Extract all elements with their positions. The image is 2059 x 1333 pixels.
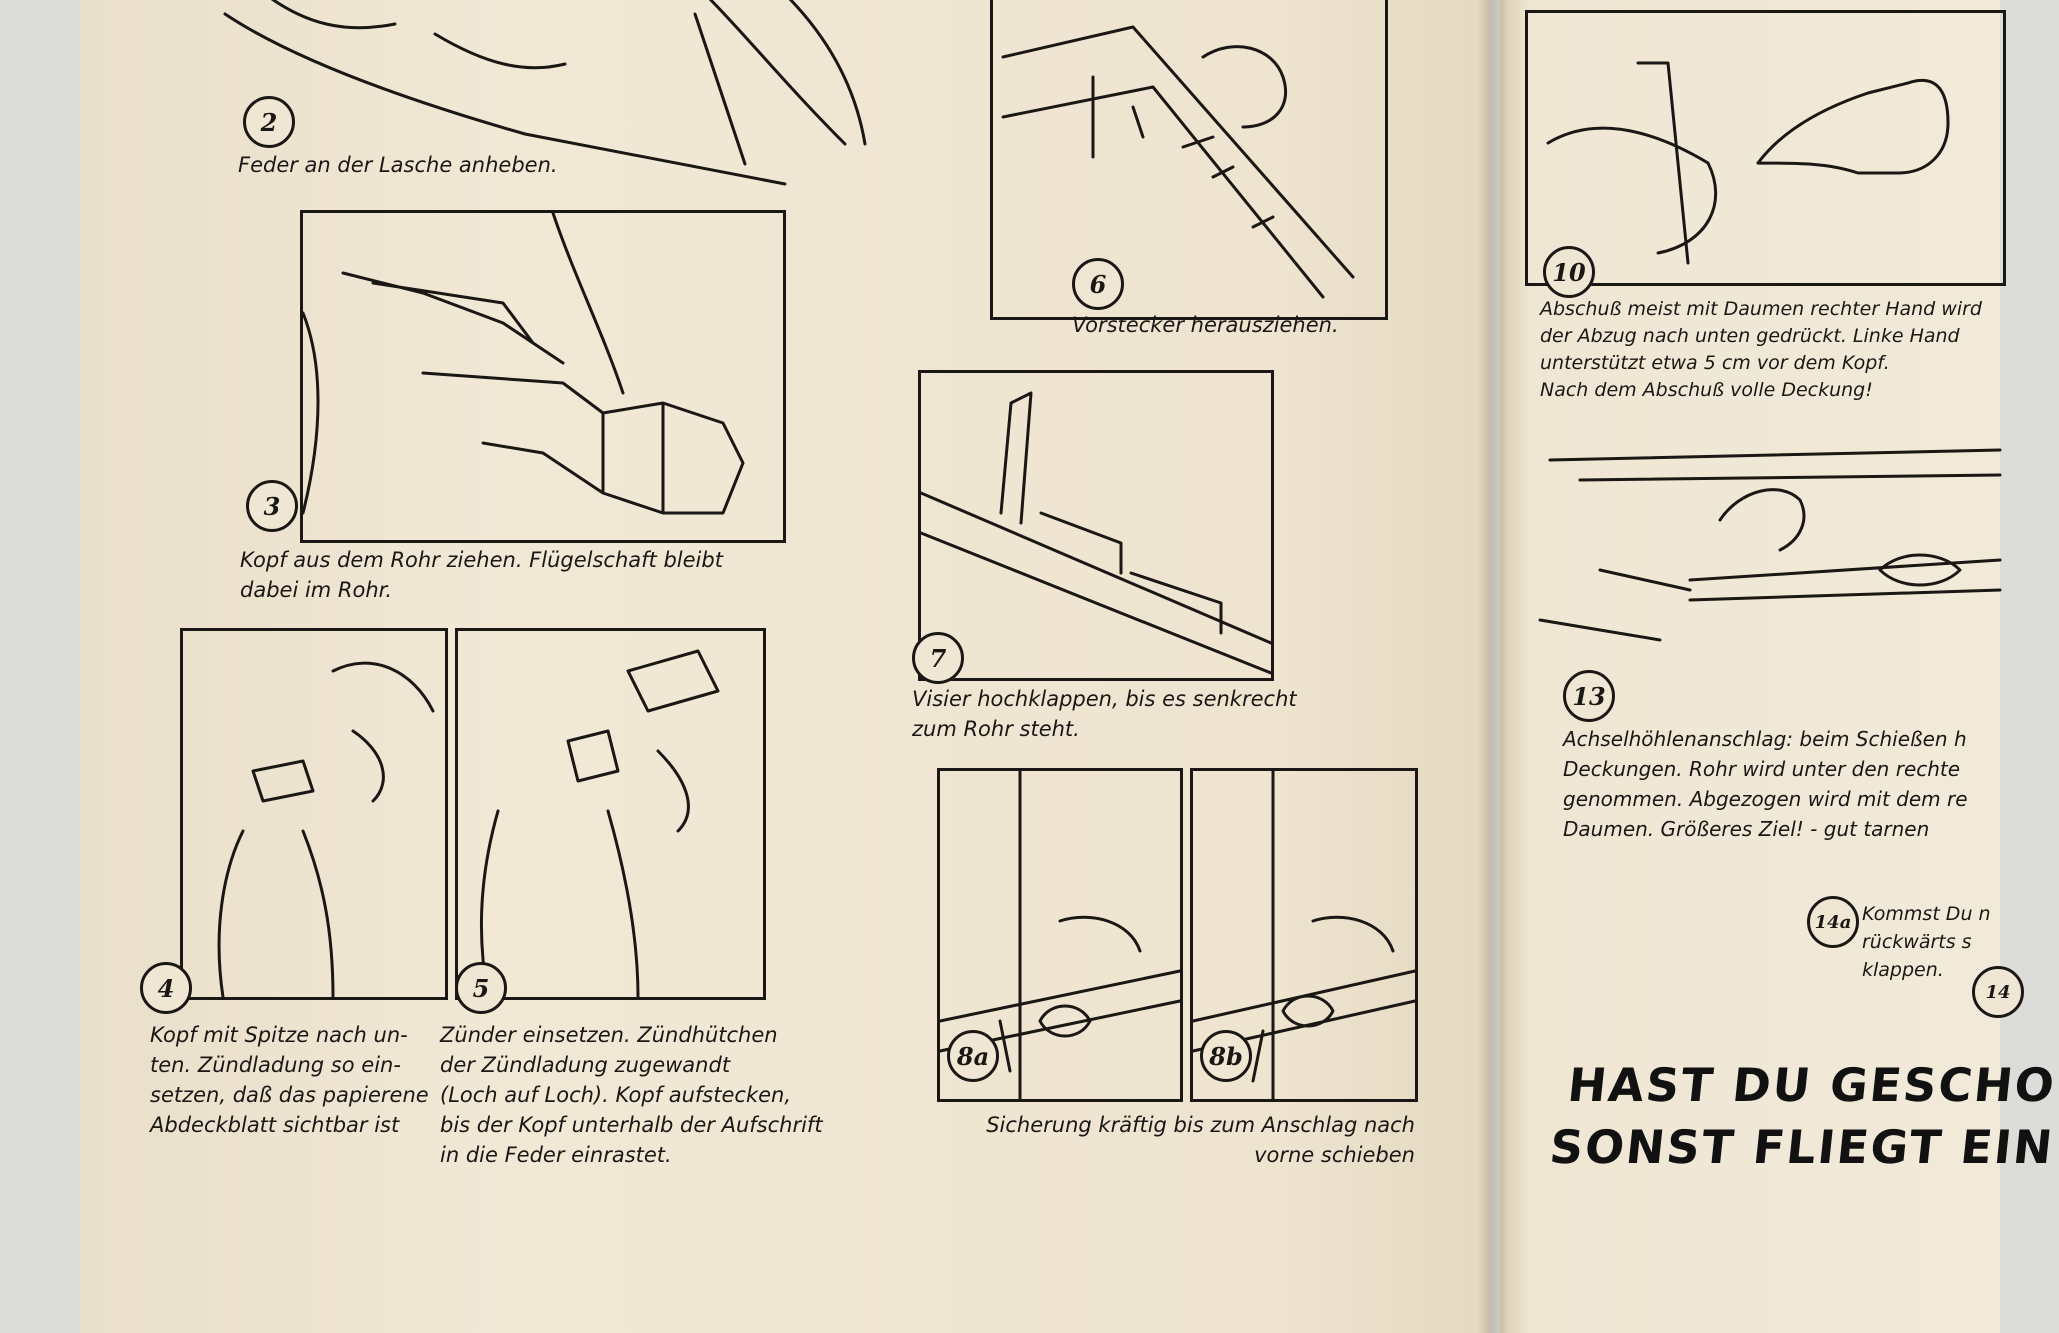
- panel-8a-number: 8a: [947, 1030, 999, 1082]
- panel-3-caption: Kopf aus dem Rohr ziehen. Flügelschaft b…: [240, 548, 723, 602]
- achselhoehlenanschlag-drawing: [1538, 448, 2002, 642]
- panel-6-caption: Vorstecker herausziehen.: [1072, 313, 1339, 337]
- panel-14a-caption: Kommst Du n rückwärts s klappen.: [1862, 903, 1991, 981]
- vorstecker-drawing: [1001, 25, 1355, 299]
- panel-14b-number: 14: [1972, 966, 2024, 1018]
- panel-5-illustration: [455, 628, 766, 1000]
- panel-4-illustration: [180, 628, 448, 1000]
- panel-3-number: 3: [246, 480, 298, 532]
- panel-14a-number: 14a: [1807, 896, 1859, 948]
- panel-10-number: 10: [1543, 246, 1595, 298]
- panel-5-caption: Zünder einsetzen. Zündhütchen der Zündla…: [440, 1023, 823, 1167]
- panel-6-illustration: [990, 0, 1388, 320]
- abschuss-drawing: [1546, 61, 1950, 265]
- panel-8b-illustration: [1190, 768, 1418, 1102]
- panel-13-illustration: [1538, 440, 2002, 680]
- panel-3-illustration: [300, 210, 786, 543]
- sicherung-8a-drawing: [938, 769, 1182, 1101]
- panel-7-illustration: [918, 370, 1274, 681]
- panel-2-illustration: [223, 0, 875, 199]
- right-page: [1500, 0, 2000, 1333]
- panel-10-illustration: [1525, 10, 2006, 286]
- panel-4-caption: Kopf mit Spitze nach un- ten. Zündladung…: [150, 1023, 429, 1137]
- panel-10-caption: Abschuß meist mit Daumen rechter Hand wi…: [1540, 298, 1982, 401]
- panel-7-number: 7: [912, 632, 964, 684]
- panel-13-number: 13: [1563, 670, 1615, 722]
- panel-8a-illustration: [937, 768, 1183, 1102]
- panel-13-caption: Achselhöhlenanschlag: beim Schießen h De…: [1563, 727, 1968, 841]
- panel-7-caption: Visier hochklappen, bis es senkrecht zum…: [912, 687, 1297, 741]
- sicherung-8b-drawing: [1191, 769, 1417, 1101]
- zuendladung-einsetzen-drawing: [217, 661, 435, 999]
- visier-drawing: [919, 391, 1273, 675]
- page-gutter: [1478, 0, 1508, 1333]
- panel-4-number: 4: [140, 962, 192, 1014]
- panel-2-caption: Feder an der Lasche anheben.: [238, 153, 558, 177]
- feder-lasche-drawing: [223, 0, 867, 186]
- slogan-line-2: SONST FLIEGT EIN: [1547, 1120, 2057, 1174]
- zuender-einsetzen-drawing: [479, 649, 720, 999]
- panel-8-caption: Sicherung kräftig bis zum Anschlag nach …: [986, 1113, 1415, 1167]
- panel-8b-number: 8b: [1200, 1030, 1252, 1082]
- kopf-aus-rohr-drawing: [301, 211, 745, 515]
- panel-6-number: 6: [1072, 258, 1124, 310]
- panel-2-number: 2: [243, 96, 295, 148]
- panel-5-number: 5: [455, 962, 507, 1014]
- slogan-line-1: HAST DU GESCHO: [1565, 1058, 2059, 1112]
